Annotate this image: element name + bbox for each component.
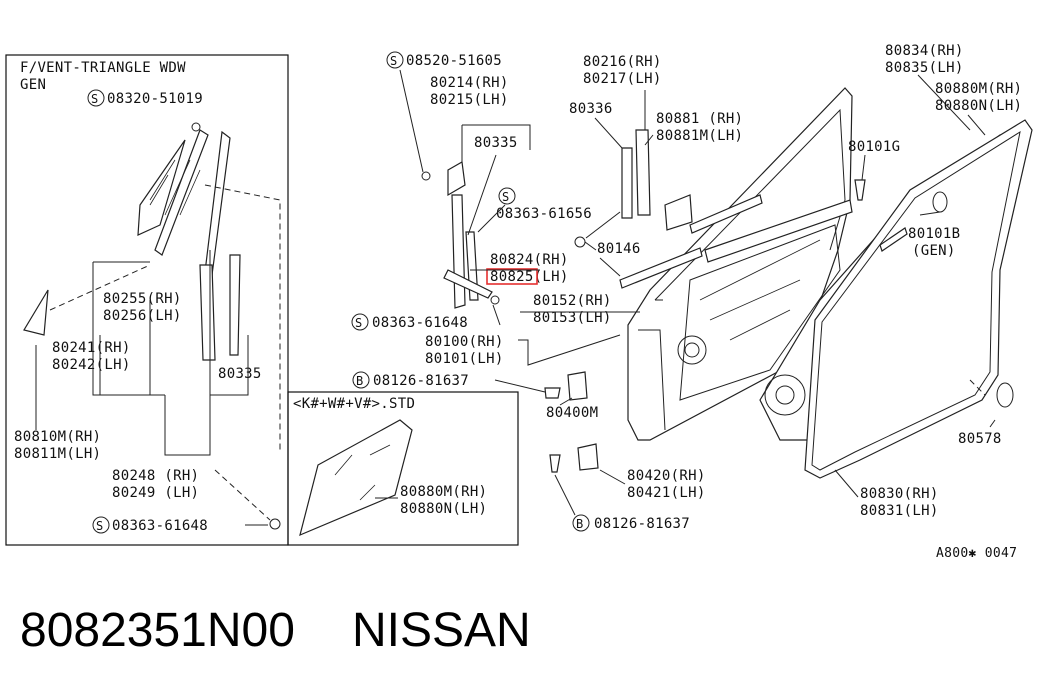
label-80152: 80152(RH) <box>533 293 612 309</box>
left-panel-frame <box>5 54 289 546</box>
left-title-line2: GEN <box>20 77 46 93</box>
screw-symbol-icon: S <box>92 516 110 534</box>
svg-text:B: B <box>356 374 364 388</box>
label-80835: 80835(LH) <box>885 60 964 76</box>
left-leader-lines <box>35 184 281 526</box>
screw-letter: S <box>91 92 99 106</box>
screw-symbol-icon: S <box>498 187 516 205</box>
label-80880m-right: 80880M(RH) <box>935 81 1022 97</box>
vent-window-drawing <box>23 122 281 530</box>
hinge-drawing <box>494 371 626 516</box>
label-80248: 80248 (RH) <box>112 468 199 484</box>
label-80215: 80215(LH) <box>430 92 509 108</box>
svg-text:B: B <box>576 517 584 531</box>
inset-label-80880m: 80880M(RH) <box>400 484 487 500</box>
left-screw-bottom-label: 08363-61648 <box>112 518 208 534</box>
label-80100: 80100(RH) <box>425 334 504 350</box>
label-80101: 80101(LH) <box>425 351 504 367</box>
diagram-code: A800✱ 0047 <box>936 546 1017 561</box>
svg-text:S: S <box>390 54 398 68</box>
left-screw-top-label: 08320-51019 <box>107 91 203 107</box>
inset-label-80880n: 80880N(LH) <box>400 501 487 517</box>
highlight-box <box>486 268 538 285</box>
label-08126-lower: 08126-81637 <box>594 516 690 532</box>
footer-part-number: 8082351N00 <box>20 604 295 657</box>
label-80153: 80153(LH) <box>533 310 612 326</box>
label-80336: 80336 <box>569 101 613 117</box>
window-channel-drawing <box>399 69 540 326</box>
inset-title: <K#+W#+V#>.STD <box>293 396 415 412</box>
left-title-line1: F/VENT-TRIANGLE WDW <box>20 60 186 76</box>
label-80249: 80249 (LH) <box>112 485 199 501</box>
label-80400m: 80400M <box>546 405 598 421</box>
svg-text:S: S <box>355 316 363 330</box>
label-80881: 80881 (RH) <box>656 111 743 127</box>
sash-drawing <box>574 90 693 251</box>
label-80880n-right: 80880N(LH) <box>935 98 1022 114</box>
label-80216: 80216(RH) <box>583 54 662 70</box>
label-80420: 80420(RH) <box>627 468 706 484</box>
door-glass-drawing <box>299 419 413 537</box>
label-80421: 80421(LH) <box>627 485 706 501</box>
screw-symbol-icon: S <box>351 313 369 331</box>
label-80214: 80214(RH) <box>430 75 509 91</box>
label-80256: 80256(LH) <box>103 308 182 324</box>
label-80335-left: 80335 <box>218 366 262 382</box>
label-80217: 80217(LH) <box>583 71 662 87</box>
footer-brand: NISSAN <box>352 604 531 657</box>
label-80255: 80255(RH) <box>103 291 182 307</box>
label-80825: 80825(LH) <box>490 269 569 285</box>
label-08363-lower: 08363-61648 <box>372 315 468 331</box>
svg-text:S: S <box>96 519 104 533</box>
svg-text:S: S <box>502 190 510 204</box>
label-08126-upper: 08126-81637 <box>373 373 469 389</box>
bolt-symbol-icon: B <box>352 371 370 389</box>
label-80810m: 80810M(RH) <box>14 429 101 445</box>
label-80830: 80830(RH) <box>860 486 939 502</box>
label-80101b: 80101B <box>908 226 960 242</box>
label-80146: 80146 <box>597 241 641 257</box>
label-80242: 80242(LH) <box>52 357 131 373</box>
label-80335-center: 80335 <box>474 135 518 151</box>
label-80101g: 80101G <box>848 139 900 155</box>
bolt-symbol-icon: B <box>572 514 590 532</box>
label-80824: 80824(RH) <box>490 252 569 268</box>
label-80578: 80578 <box>958 431 1002 447</box>
label-80811m: 80811M(LH) <box>14 446 101 462</box>
screw-symbol-icon: S <box>386 51 404 69</box>
label-08520: 08520-51605 <box>406 53 502 69</box>
label-80101b-gen: (GEN) <box>912 243 956 259</box>
label-80241: 80241(RH) <box>52 340 131 356</box>
door-trim-drawing <box>759 74 1033 498</box>
label-80881m: 80881M(LH) <box>656 128 743 144</box>
label-80834: 80834(RH) <box>885 43 964 59</box>
inset-panel-frame <box>287 391 519 546</box>
screw-symbol-icon: S <box>87 89 105 107</box>
label-08363-upper: 08363-61656 <box>496 206 592 222</box>
label-80831: 80831(LH) <box>860 503 939 519</box>
